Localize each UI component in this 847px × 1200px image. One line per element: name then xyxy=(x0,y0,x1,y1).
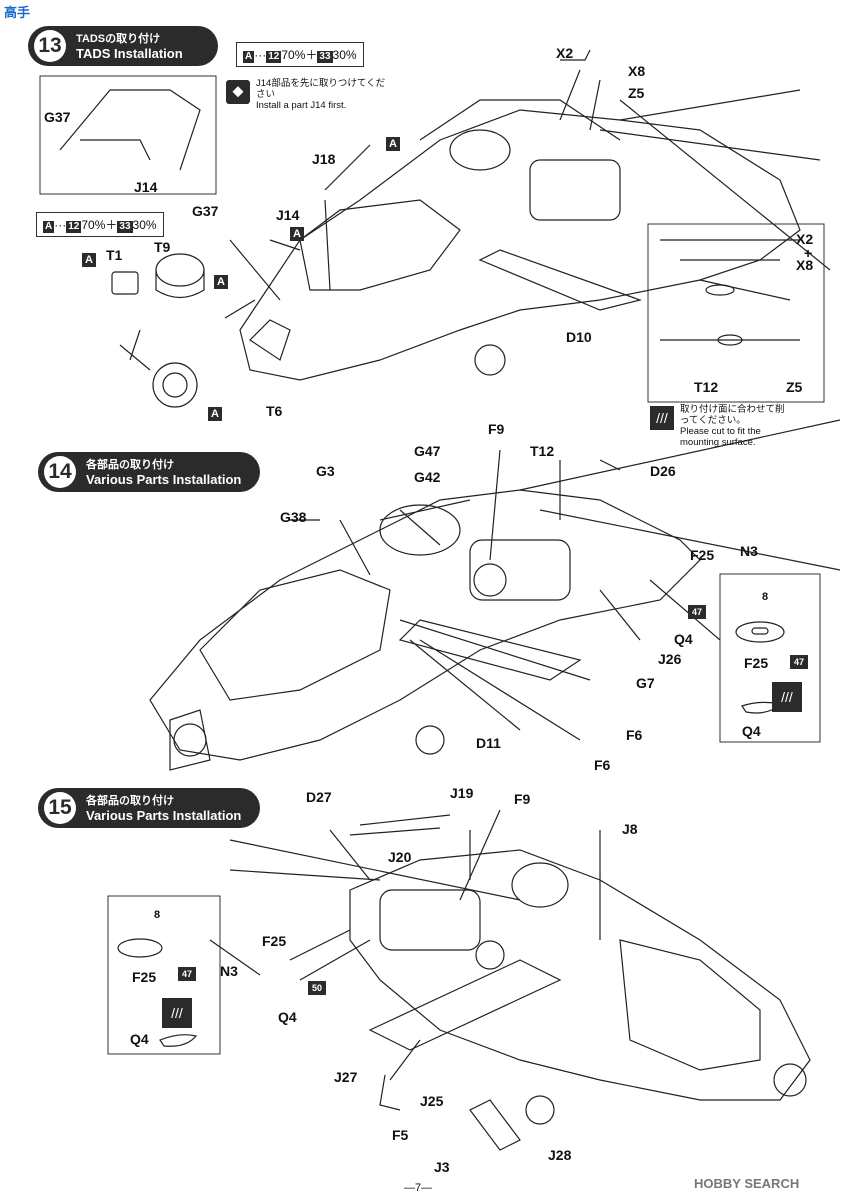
paint-pct-1: 70%＋ xyxy=(81,218,118,232)
part-label: F9 xyxy=(488,421,505,437)
paint-tag: A xyxy=(243,51,255,63)
part-label: D26 xyxy=(650,463,676,479)
note-install-first: J14部品を先に取りつけてください Install a part J14 fir… xyxy=(256,78,386,111)
step-title-jp: 各部品の取り付け xyxy=(86,795,174,807)
part-label: 8 xyxy=(762,591,769,603)
part-label: D10 xyxy=(566,329,592,345)
part-label: T6 xyxy=(266,403,283,419)
step-title-jp: 各部品の取り付け xyxy=(86,459,174,471)
part-label: X8 xyxy=(796,257,814,273)
part-label: Z5 xyxy=(628,85,645,101)
part-label: J18 xyxy=(312,151,336,167)
step-title-en: Various Parts Installation xyxy=(86,472,242,487)
part-label: G37 xyxy=(44,109,71,125)
part-label: F6 xyxy=(594,757,611,773)
part-label: N3 xyxy=(220,963,238,979)
paint-tag-50: 50 xyxy=(308,978,326,996)
part-label: D11 xyxy=(476,735,501,751)
part-label: N3 xyxy=(740,543,758,559)
part-label: Z5 xyxy=(786,379,803,395)
part-label: F25 xyxy=(132,969,157,985)
note-jp: J14部品を先に取りつけてください xyxy=(256,78,386,100)
note-en: Install a part J14 first. xyxy=(256,100,347,111)
part-label: J27 xyxy=(334,1069,358,1085)
part-label: X2 xyxy=(556,45,574,61)
step-title-jp: TADSの取り付け xyxy=(76,33,161,45)
part-label: J20 xyxy=(388,849,412,865)
step-13-badge: 13 TADSの取り付け TADS Installation xyxy=(28,26,218,66)
part-label: F25 xyxy=(262,933,287,949)
step-number: 15 xyxy=(44,792,76,824)
part-label: Q4 xyxy=(278,1009,297,1025)
part-label: T9 xyxy=(154,239,171,255)
paint-tag-a: A xyxy=(214,272,228,290)
part-label: G37 xyxy=(192,203,219,219)
part-label: T12 xyxy=(530,443,555,459)
part-label: F5 xyxy=(392,1127,409,1143)
brand-watermark: HOBBY SEARCH xyxy=(694,1176,800,1191)
part-label: J3 xyxy=(434,1159,450,1175)
paint-part-2: 33 xyxy=(117,221,133,233)
part-label: Q4 xyxy=(674,631,693,647)
part-label: J26 xyxy=(658,651,682,667)
note-jp: 取り付け面に合わせて削ってください。 xyxy=(680,404,785,426)
part-label: + xyxy=(804,245,813,261)
paint-tag-a: A xyxy=(386,134,400,152)
part-label: J8 xyxy=(622,821,638,837)
part-label: G38 xyxy=(280,509,307,525)
corner-watermark: 高手 xyxy=(4,5,31,20)
paint-tag-47: 47 xyxy=(688,602,706,620)
paint-tag-a: A xyxy=(208,404,222,422)
step-15-badge: 15 各部品の取り付け Various Parts Installation xyxy=(38,788,260,828)
part-label: J25 xyxy=(420,1093,444,1109)
file-tool-icon: /// xyxy=(772,682,802,712)
part-label: J14 xyxy=(134,179,158,195)
part-label: Q4 xyxy=(130,1031,149,1047)
step-14-badge: 14 各部品の取り付け Various Parts Installation xyxy=(38,452,260,492)
part-label: T12 xyxy=(694,379,719,395)
part-label: X8 xyxy=(628,63,646,79)
paint-tag-a: A xyxy=(82,250,96,268)
part-label: F25 xyxy=(690,547,715,563)
part-label: G7 xyxy=(636,675,655,691)
step-number: 13 xyxy=(34,30,66,62)
paint-part-2: 33 xyxy=(317,51,333,63)
paint-pct-2: 30% xyxy=(132,218,157,232)
paint-part-1: 12 xyxy=(66,221,82,233)
file-tool-icon: /// xyxy=(650,406,674,430)
part-label: Q4 xyxy=(742,723,761,739)
pin-icon: ⬥ xyxy=(226,80,250,104)
part-label: 8 xyxy=(154,909,161,921)
part-label: G47 xyxy=(414,443,441,459)
paint-tag-47: 47 xyxy=(178,964,196,982)
part-label: J19 xyxy=(450,785,474,801)
part-label: G42 xyxy=(414,469,441,485)
part-label: D27 xyxy=(306,789,332,805)
part-label: J28 xyxy=(548,1147,572,1163)
paint-pct-2: 30% xyxy=(332,48,357,62)
part-label: F6 xyxy=(626,727,643,743)
step-title-en: TADS Installation xyxy=(76,46,183,61)
step-title-en: Various Parts Installation xyxy=(86,808,242,823)
part-label: G3 xyxy=(316,463,335,479)
paint-pct-1: 70%＋ xyxy=(281,48,318,62)
note-en: Please cut to fit the mounting surface. xyxy=(680,426,761,448)
paint-tag: A xyxy=(43,221,55,233)
part-label: T1 xyxy=(106,247,123,263)
part-label: X2 xyxy=(796,231,814,247)
note-cut-to-fit: 取り付け面に合わせて削ってください。 Please cut to fit the… xyxy=(680,404,790,448)
paint-part-1: 12 xyxy=(266,51,282,63)
file-tool-icon: /// xyxy=(162,998,192,1028)
step-number: 14 xyxy=(44,456,76,488)
paint-tag-a: A xyxy=(290,224,304,242)
page-number: —7— xyxy=(404,1182,433,1194)
paint-tag-47: 47 xyxy=(790,652,808,670)
part-label: F9 xyxy=(514,791,531,807)
part-label: F25 xyxy=(744,655,769,671)
part-label: J14 xyxy=(276,207,300,223)
